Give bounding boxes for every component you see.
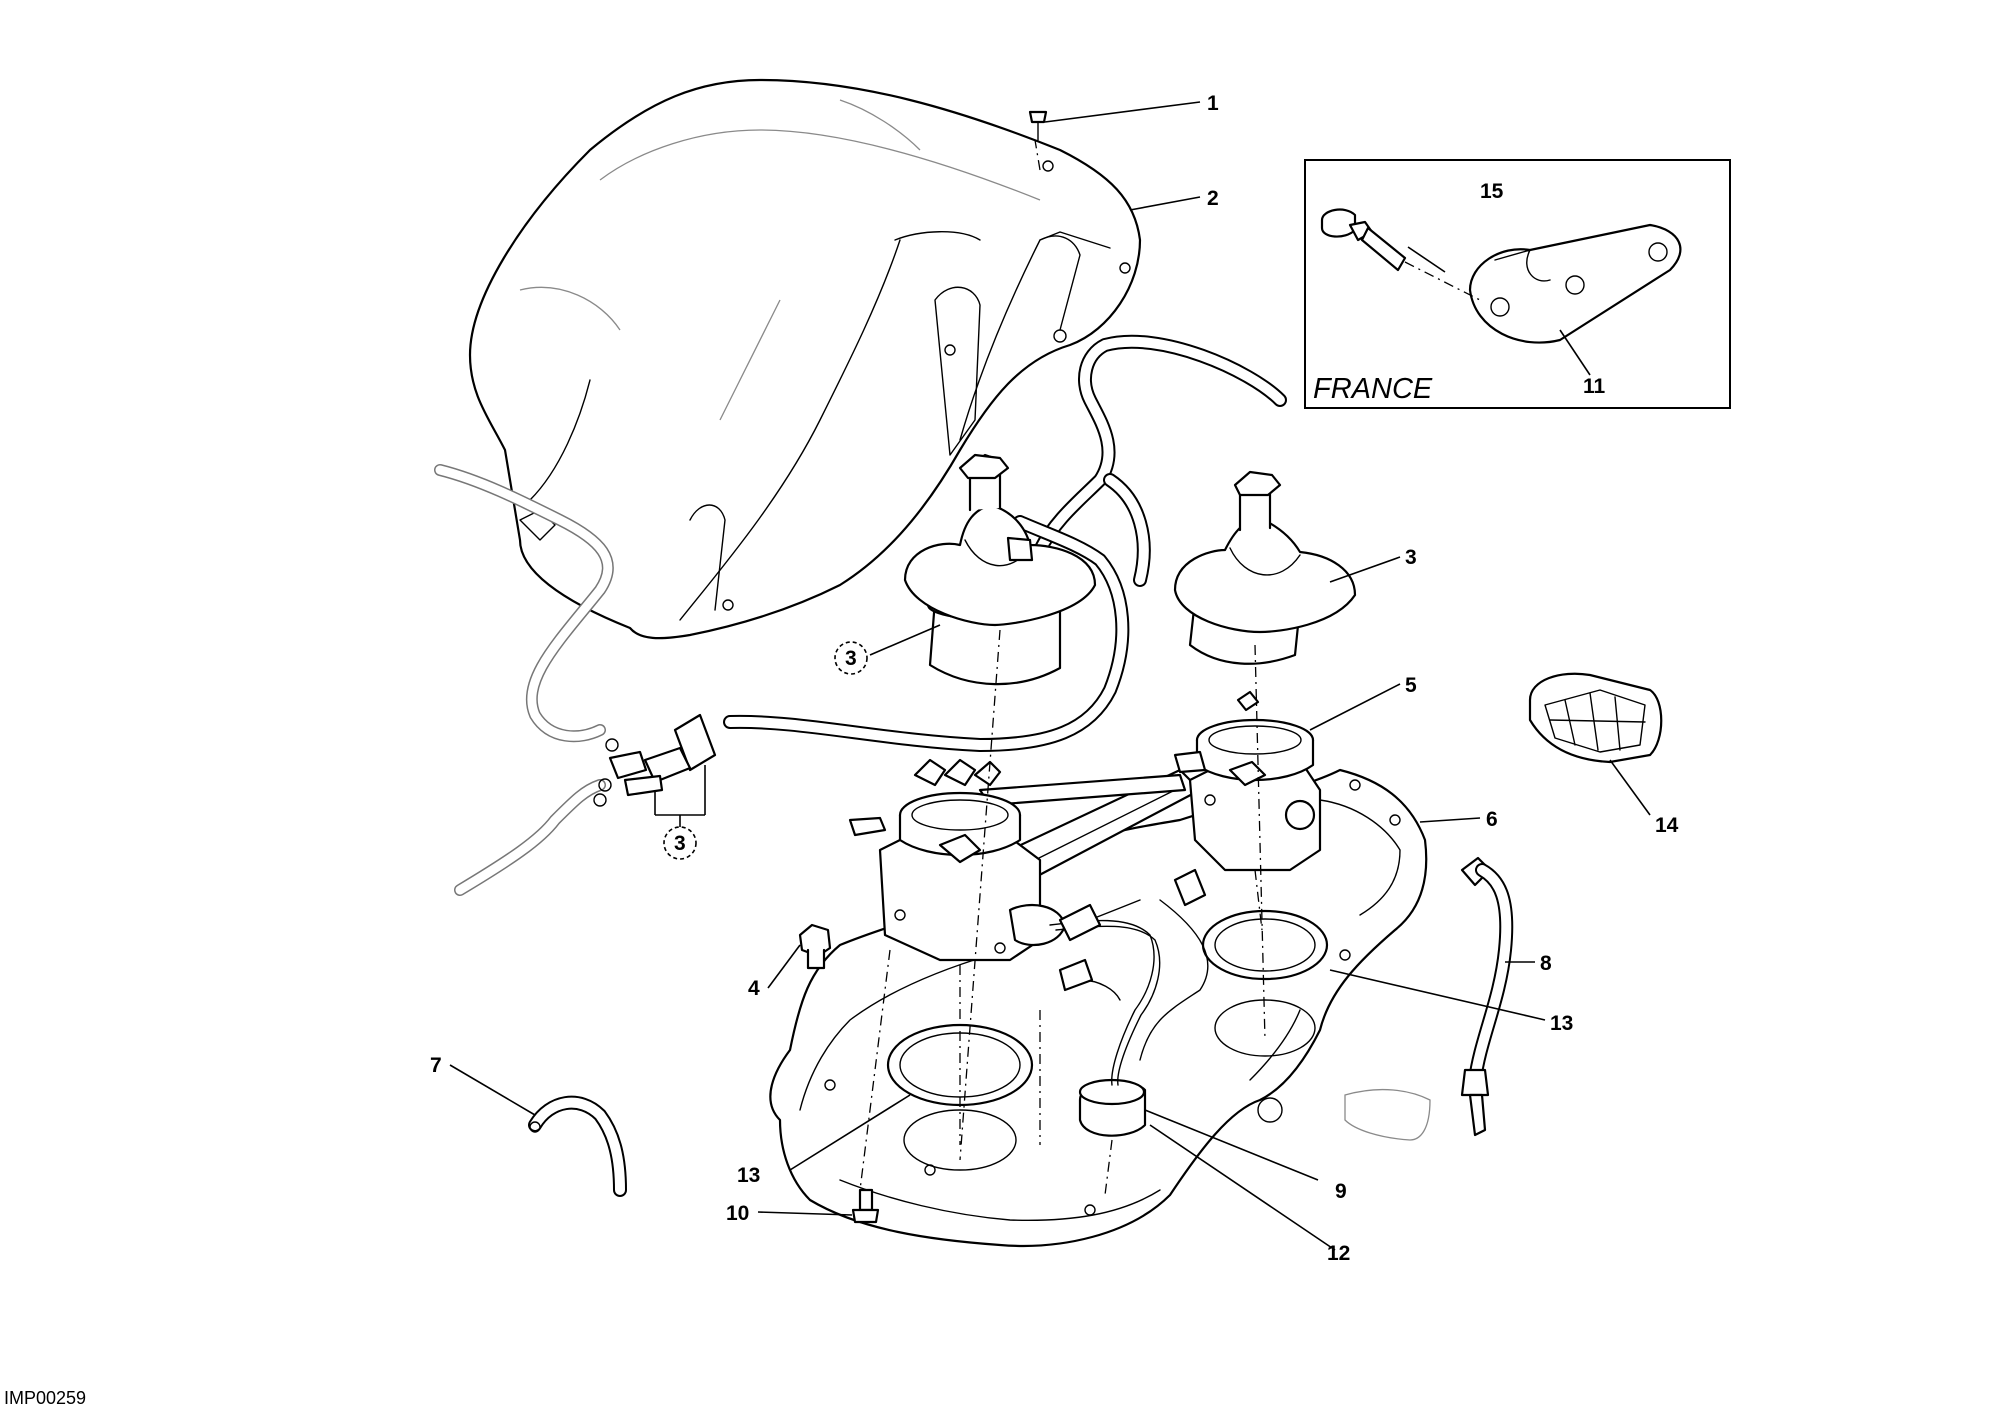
callout-7: 7: [430, 1054, 442, 1077]
callout-13-left: 13: [737, 1164, 760, 1187]
callout-1: 1: [1207, 92, 1219, 115]
callout-6: 6: [1486, 808, 1498, 831]
callout-15: 15: [1480, 180, 1504, 203]
callout-12: 12: [1327, 1242, 1350, 1265]
callout-8: 8: [1540, 952, 1552, 975]
throttle-body-part-5: [848, 690, 1322, 962]
grommet-part-12: [1078, 1078, 1147, 1137]
callout-4: 4: [748, 977, 760, 1000]
callout-14: 14: [1655, 814, 1679, 837]
right-diaphragm: [1173, 470, 1357, 665]
callout-9: 9: [1335, 1180, 1347, 1203]
screw-part-10: [851, 1188, 880, 1224]
vacuum-hoses-part-3: [723, 334, 1287, 752]
wiring-harness-part-9: [1049, 868, 1209, 1086]
leader-lines: [449, 101, 1651, 1251]
t-fitting-cluster: [593, 713, 717, 807]
callout-3-left-diaphragm: 3: [845, 647, 857, 670]
france-label: FRANCE: [1313, 373, 1433, 405]
callout-2: 2: [1207, 187, 1219, 210]
callout-11: 11: [1583, 375, 1606, 398]
filter-part-14: [1528, 672, 1663, 764]
nut-part-4: [798, 923, 832, 970]
drawing-code: IMP00259: [4, 1388, 86, 1408]
left-diaphragm: [903, 453, 1097, 686]
callout-5: 5: [1405, 674, 1417, 697]
breather-hose-ghost: [434, 464, 614, 896]
callout-3-fitting: 3: [674, 832, 686, 855]
callout-13-right: 13: [1550, 1012, 1573, 1035]
airbox-cover: [468, 78, 1142, 640]
alignment-lines: [859, 139, 1266, 1196]
callouts: 1 2 3 3 3 4 5 6 7 8 9 10 11 12 13 13 14 …: [430, 92, 1679, 1265]
hose-part-8: [1460, 856, 1514, 1137]
screw-part-1: [1028, 110, 1048, 141]
callout-10: 10: [726, 1202, 749, 1225]
clip-part-7: [528, 1095, 627, 1197]
france-inset: FRANCE: [1304, 159, 1731, 409]
callout-3-right-diaphragm: 3: [1405, 546, 1417, 569]
